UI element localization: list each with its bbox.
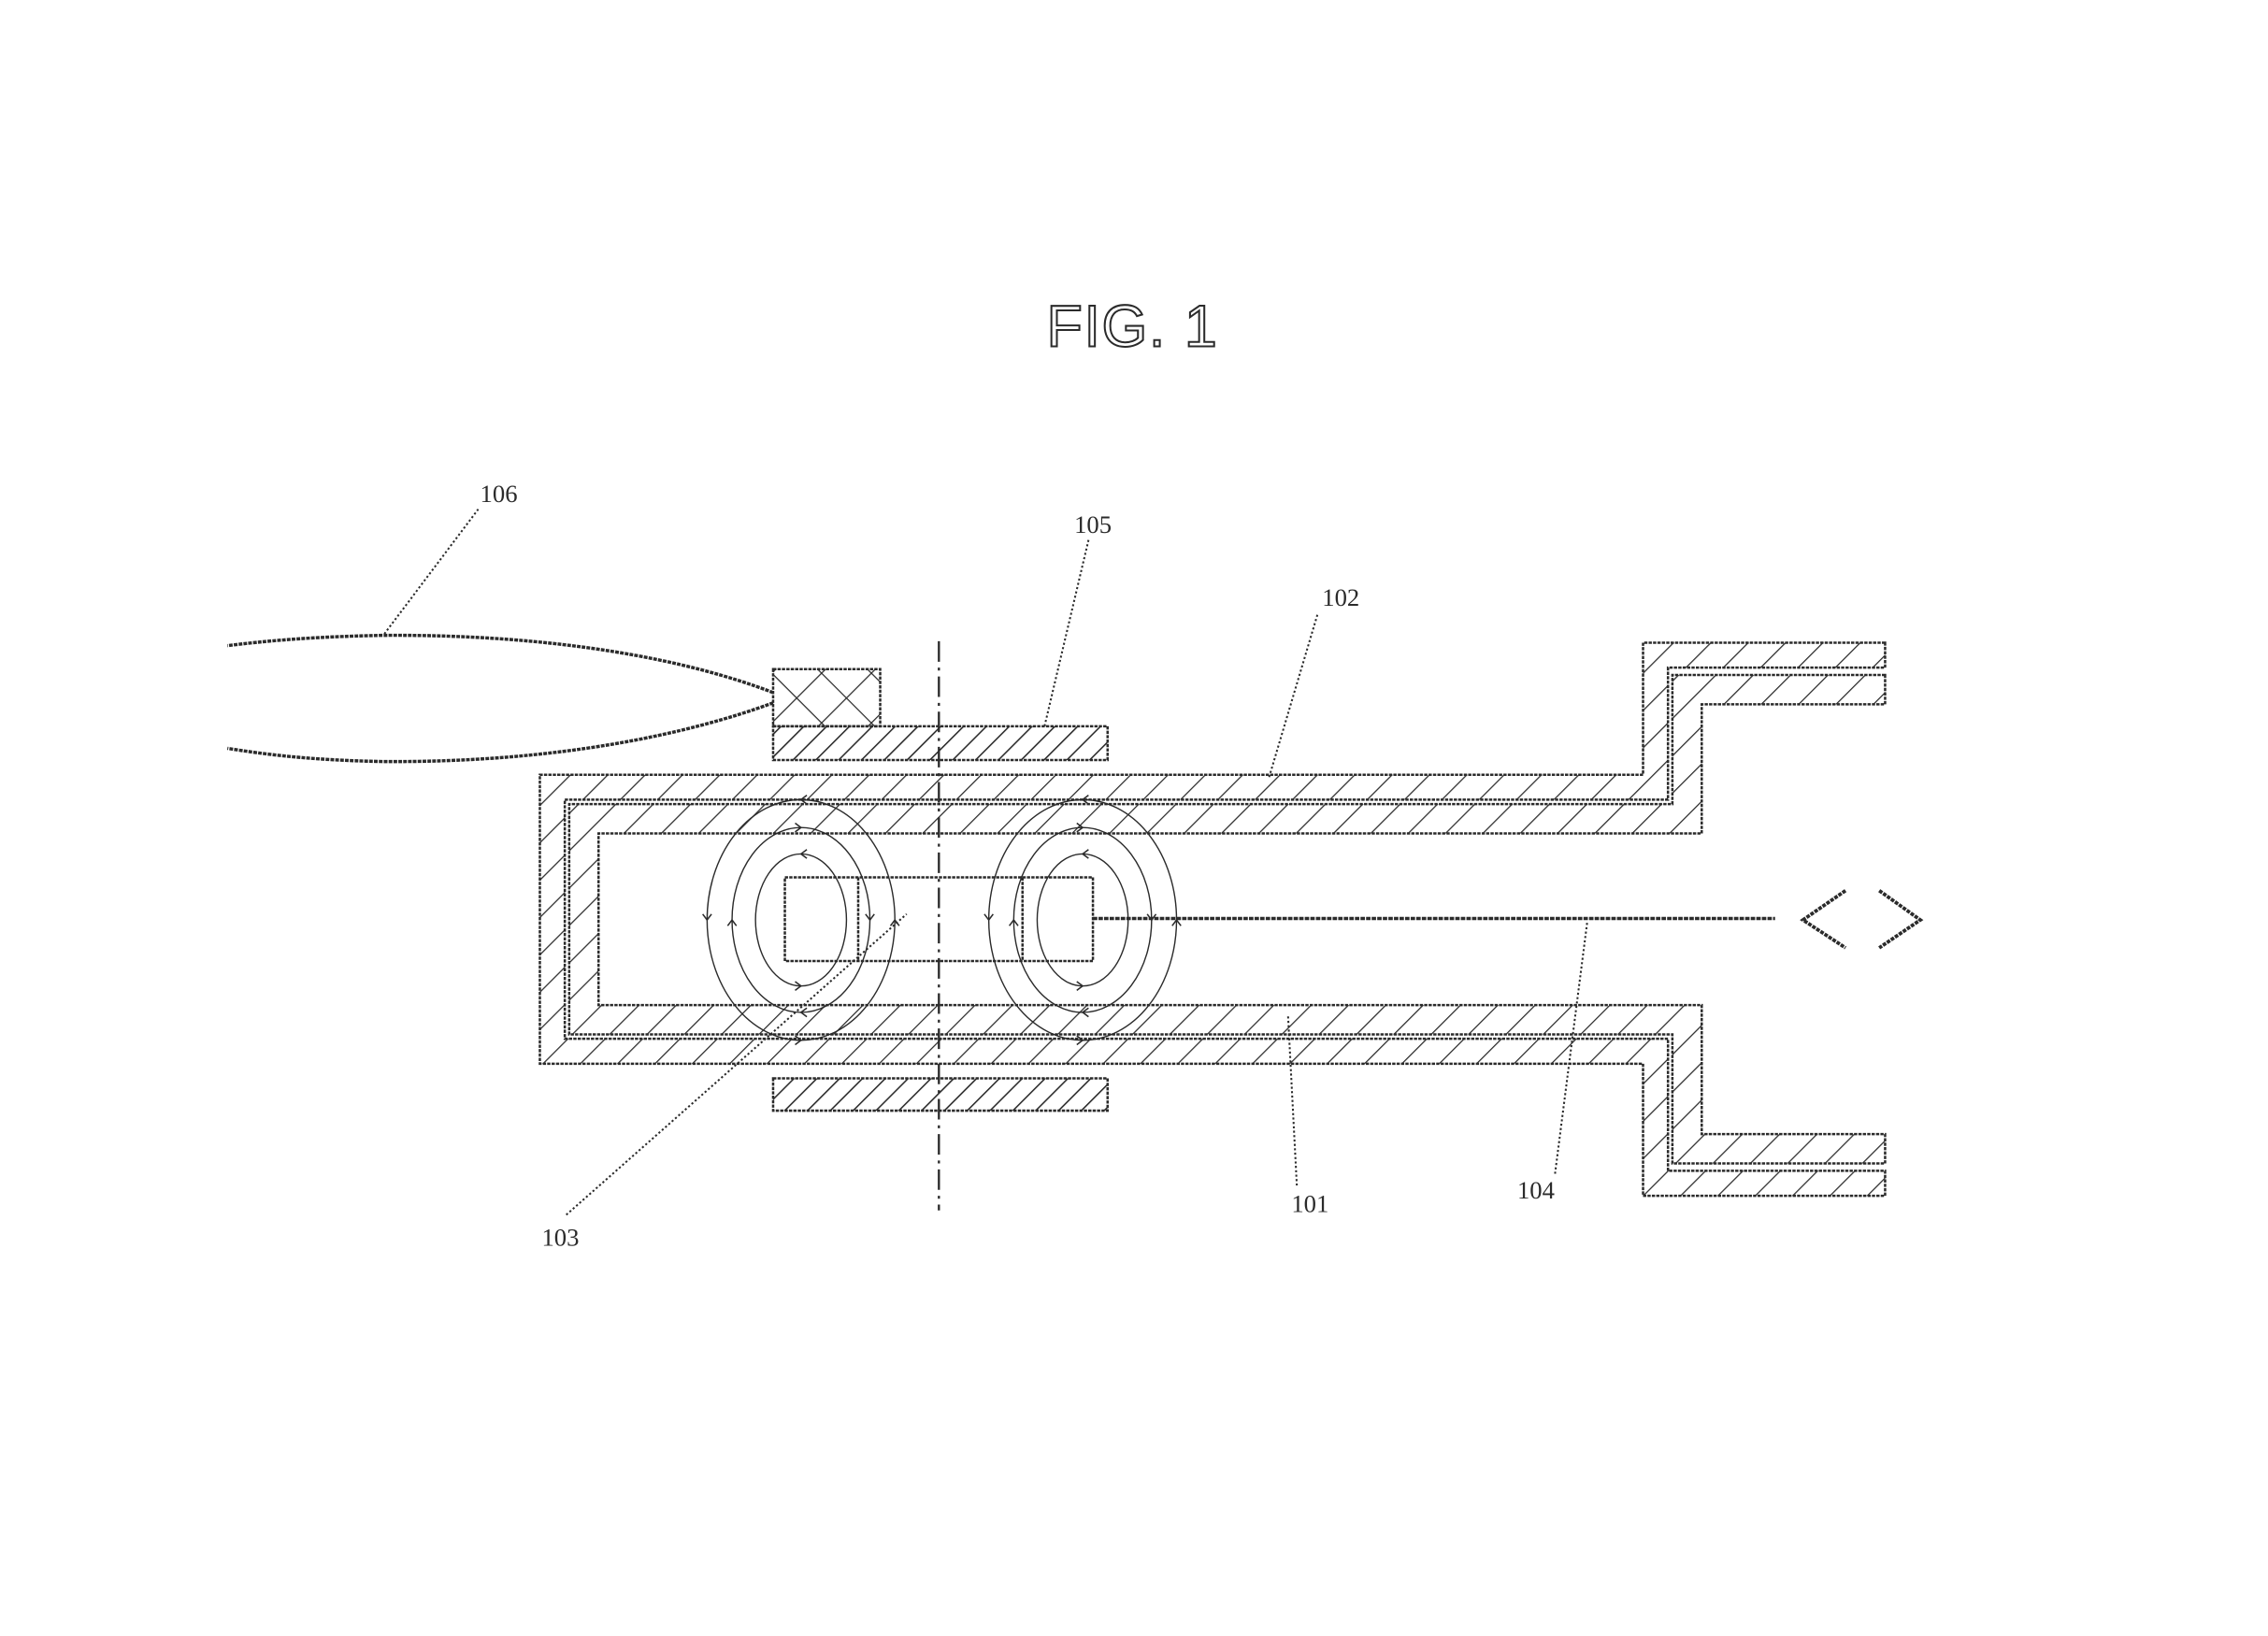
figure-title: FIG. 1: [1047, 294, 1219, 359]
field-direction-arrow-icon: [1146, 913, 1157, 922]
lead-wire-upper: [227, 633, 774, 695]
field-direction-arrow-icon: [795, 822, 803, 833]
field-direction-arrow-icon: [1008, 918, 1019, 926]
field-direction-arrow-icon: [795, 981, 803, 992]
field-direction-arrow-icon: [1171, 918, 1182, 926]
field-direction-arrow-icon: [795, 1035, 803, 1046]
field-direction-arrow-icon: [799, 1007, 808, 1018]
coil-lower-section: [771, 1077, 1110, 1112]
leader-line-106: [383, 509, 480, 635]
leader-line-102: [1268, 614, 1319, 779]
field-direction-arrow-icon: [889, 918, 900, 926]
ref-numeral-104: 104: [1517, 1176, 1555, 1204]
ref-numeral-102: 102: [1322, 583, 1359, 611]
field-direction-arrow-icon: [799, 795, 808, 805]
ref-numeral-105: 105: [1074, 510, 1112, 538]
ref-numeral-106: 106: [481, 480, 518, 508]
outer-tube-wall: [538, 641, 1887, 1198]
field-direction-arrow-icon: [1081, 795, 1089, 805]
motion-right-arrow-icon: [1878, 889, 1924, 950]
field-direction-arrow-icon: [726, 918, 738, 926]
motion-left-arrow-icon: [1800, 889, 1847, 950]
field-direction-arrows: [702, 795, 1182, 1046]
leader-line-104: [1554, 921, 1588, 1174]
field-direction-arrow-icon: [1081, 849, 1089, 859]
connector-block: [771, 667, 882, 728]
field-direction-arrow-icon: [1076, 822, 1084, 833]
field-line-right-middle: [1012, 826, 1153, 1013]
ref-numeral-103: 103: [541, 1223, 579, 1251]
field-direction-arrow-icon: [799, 849, 808, 859]
field-direction-arrow-icon: [1081, 1007, 1089, 1018]
field-direction-arrow-icon: [865, 913, 875, 922]
field-direction-arrow-icon: [983, 913, 994, 922]
field-line-left-middle: [731, 826, 871, 1013]
inner-tube-wall: [567, 673, 1887, 1165]
field-direction-arrow-icon: [1076, 1035, 1084, 1046]
ref-numeral-101: 101: [1291, 1189, 1328, 1217]
leader-line-101: [1286, 1015, 1299, 1186]
field-line-right-inner: [1036, 853, 1129, 987]
lead-wire-lower: [226, 701, 774, 764]
leader-line-105: [1043, 539, 1090, 727]
field-direction-arrow-icon: [1076, 981, 1084, 992]
field-direction-arrow-icon: [702, 913, 712, 922]
field-line-left-inner: [754, 853, 848, 987]
coil-upper-section: [771, 725, 1110, 762]
leader-line-103: [566, 913, 908, 1216]
